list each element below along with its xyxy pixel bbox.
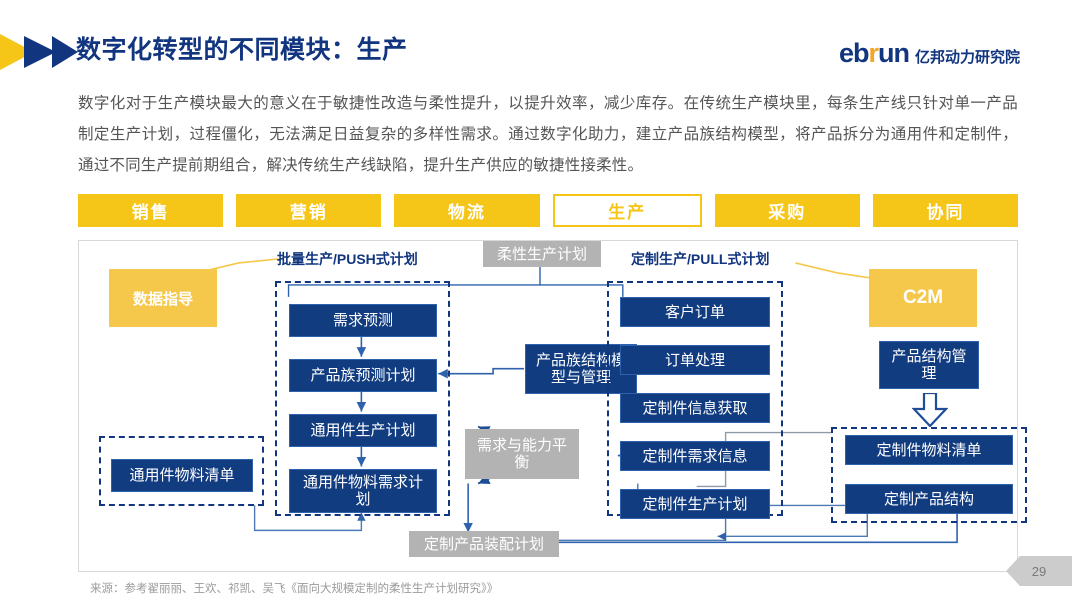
tab-sales[interactable]: 销售 <box>78 194 224 227</box>
node-common-parts-production-plan: 通用件生产计划 <box>289 414 437 447</box>
node-custom-product-assembly-plan: 定制产品装配计划 <box>409 531 559 557</box>
node-order-processing: 订单处理 <box>620 345 770 375</box>
tab-logistics[interactable]: 物流 <box>394 194 540 227</box>
logo-r: r <box>868 38 878 68</box>
node-flexible-production-plan: 柔性生产计划 <box>483 241 601 267</box>
node-demand-capacity-balance: 需求与能力平衡 <box>465 429 579 479</box>
node-custom-product-structure: 定制产品结构 <box>845 484 1013 514</box>
header-arrow-logo <box>0 30 80 74</box>
node-common-bom: 通用件物料清单 <box>111 459 253 492</box>
logo-chinese-name: 亿邦动力研究院 <box>914 49 1020 66</box>
label-pull-plan: 定制生产/PULL式计划 <box>631 251 770 267</box>
logo-un: un <box>877 38 910 68</box>
tab-collaboration[interactable]: 协同 <box>872 194 1019 227</box>
node-product-structure-management: 产品结构管理 <box>879 341 979 389</box>
module-tabs: 销售 营销 物流 生产 采购 协同 <box>78 194 1019 227</box>
node-common-parts-material-requirement-plan: 通用件物料需求计划 <box>289 469 437 513</box>
node-product-family-structure-model: 产品族结构模型与管理 <box>525 344 637 394</box>
tab-procurement[interactable]: 采购 <box>714 194 860 227</box>
node-custom-part-bom: 定制件物料清单 <box>845 435 1013 465</box>
hollow-down-arrow-icon <box>911 391 949 428</box>
group-common-bom <box>99 436 264 506</box>
group-custom-structure <box>831 427 1027 523</box>
logo-wordmark: ebrun <box>838 38 910 68</box>
node-custom-part-production-plan: 定制件生产计划 <box>620 489 770 519</box>
node-demand-forecast: 需求预测 <box>289 304 437 337</box>
node-custom-part-info-acquisition: 定制件信息获取 <box>620 393 770 423</box>
node-customer-order: 客户订单 <box>620 297 770 327</box>
node-product-family-forecast-plan: 产品族预测计划 <box>289 359 437 392</box>
node-c2m: C2M <box>869 269 977 327</box>
node-custom-part-demand-info: 定制件需求信息 <box>620 441 770 471</box>
intro-paragraph: 数字化对于生产模块最大的意义在于敏捷性改造与柔性提升，以提升效率，减少库存。在传… <box>78 95 1018 174</box>
tab-marketing[interactable]: 营销 <box>236 194 382 227</box>
source-note: 来源：参考翟丽丽、王欢、祁凯、吴飞《面向大规模定制的柔性生产计划研究》》 <box>90 583 499 595</box>
node-data-guidance: 数据指导 <box>109 269 217 327</box>
logo-eb: eb <box>838 38 869 68</box>
label-push-plan: 批量生产/PUSH式计划 <box>277 251 418 267</box>
page-number: 29 <box>1006 556 1072 586</box>
group-push-plan <box>275 281 450 516</box>
ebrun-logo: ebrun 亿邦动力研究院 <box>839 40 1020 67</box>
tab-production[interactable]: 生产 <box>552 194 702 227</box>
page-title: 数字化转型的不同模块：生产 <box>76 36 408 64</box>
flowchart-panel: 柔性生产计划 批量生产/PUSH式计划 定制生产/PULL式计划 数据指导 C2… <box>78 240 1027 572</box>
